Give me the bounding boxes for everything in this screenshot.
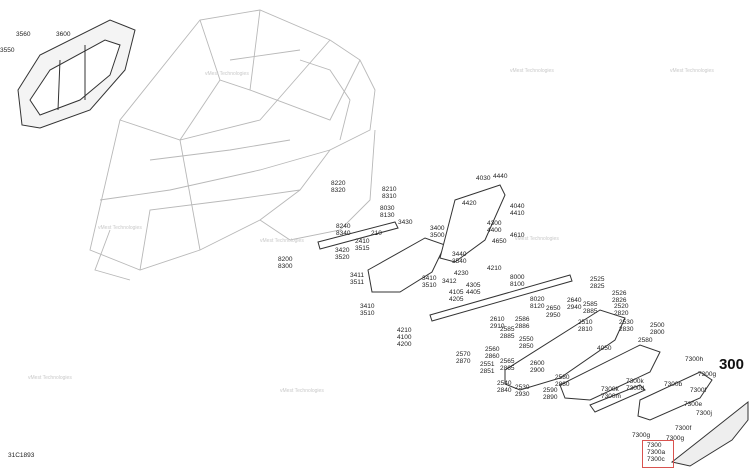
- callout-label: 2580: [638, 337, 653, 344]
- callout-label: 3411 3511: [350, 272, 364, 287]
- door-assembly-thumbnail: [17, 19, 136, 129]
- callout-label: 8240 8340: [336, 223, 351, 238]
- callout-label: 4300 4400: [487, 220, 502, 235]
- callout-label: 2410 3515: [355, 238, 370, 253]
- callout-label: 210: [371, 230, 382, 237]
- callout-label: 2640 2940: [567, 297, 582, 312]
- callout-label: 3412: [442, 278, 457, 285]
- callout-label: 2560 2860: [485, 346, 500, 361]
- callout-label: 2565 2865: [500, 358, 515, 373]
- callout-label: 7300f: [690, 387, 707, 394]
- rocker-panel-parts: [317, 184, 573, 322]
- callout-label: 4040 4410: [510, 203, 525, 218]
- callout-label: 4210 4100 4200: [397, 327, 412, 349]
- callout-label: 2540 2840: [497, 380, 512, 395]
- callout-label: 7300j: [696, 410, 712, 417]
- callout-label: 2530 2930: [515, 384, 530, 399]
- callout-label: 3420 3520: [335, 247, 350, 262]
- callout-label: 3410 3510: [422, 275, 437, 290]
- drawing-reference: 31C1893: [8, 452, 35, 459]
- watermark: vMest Technologies: [28, 375, 72, 381]
- callout-label: 4610: [510, 232, 525, 239]
- callout-label: 8210 8310: [382, 186, 397, 201]
- watermark: vMest Technologies: [510, 68, 554, 74]
- callout-label: 2590 2890: [543, 387, 558, 402]
- callout-label: 2610 2910: [490, 316, 505, 331]
- callout-label: 8000 8100: [510, 274, 525, 289]
- callout-label: 2585 2885: [500, 326, 515, 341]
- watermark: vMest Technologies: [515, 236, 559, 242]
- callout-label: 2530 2830: [619, 319, 634, 334]
- callout-label: 3410 3510: [360, 303, 375, 318]
- callout-label: 2520 2820: [614, 303, 629, 318]
- callout-label: 4305 4405: [466, 282, 481, 297]
- callout-label: 8030 8130: [380, 205, 395, 220]
- callout-label: 2500 2800: [650, 322, 665, 337]
- callout-label: 7300g: [666, 435, 685, 442]
- callout-label: 2510 2810: [578, 319, 593, 334]
- watermark: vMest Technologies: [260, 238, 304, 244]
- callout-label: 7300b: [664, 381, 683, 388]
- callout-label: 2550 2850: [519, 336, 534, 351]
- callout-label: 2586 2886: [515, 316, 530, 331]
- callout-label: 2551 2851: [480, 361, 495, 376]
- watermark: vMest Technologies: [280, 388, 324, 394]
- callout-label: 3600: [56, 31, 71, 38]
- callout-label: 7300f: [675, 425, 692, 432]
- callout-label: 8200 8300: [278, 256, 293, 271]
- callout-label: 4210: [487, 265, 502, 272]
- callout-label: 4030: [476, 175, 491, 182]
- watermark: vMest Technologies: [98, 225, 142, 231]
- callout-label: 3550: [0, 47, 15, 54]
- callout-label: 7300k 7300d: [626, 378, 645, 393]
- callout-label: 7300g: [632, 432, 651, 439]
- callout-label: 7300k 7300m: [601, 386, 621, 401]
- callout-label: 3560: [16, 31, 31, 38]
- callout-label: 4230: [454, 270, 469, 277]
- callout-label: 8020 8120: [530, 296, 545, 311]
- callout-label: 4440: [493, 173, 508, 180]
- watermark: vMest Technologies: [670, 68, 714, 74]
- vehicle-frame-outline: [89, 9, 376, 281]
- callout-label: 2650 2950: [546, 305, 561, 320]
- callout-label: 2585 2885: [583, 301, 598, 316]
- callout-label: 2580 2880: [555, 374, 570, 389]
- callout-label: 3400 3500: [430, 225, 445, 240]
- callout-label: 4650: [492, 238, 507, 245]
- callout-label: 7300g: [698, 371, 717, 378]
- callout-label: 2600 2900: [530, 360, 545, 375]
- callout-label: 2525 2825: [590, 276, 605, 291]
- callout-label: 8220 8320: [331, 180, 346, 195]
- callout-label: 4050: [597, 345, 612, 352]
- callout-label: 3430: [398, 219, 413, 226]
- callout-label: 4105 4205: [449, 289, 464, 304]
- callout-label: 4420: [462, 200, 477, 207]
- page-number: 300: [718, 356, 744, 373]
- callout-label: 2570 2870: [456, 351, 471, 366]
- callout-label: 3440 3540: [452, 251, 467, 266]
- watermark: vMest Technologies: [205, 71, 249, 77]
- callout-label: 7300h: [685, 356, 704, 363]
- callout-label: 7300e: [684, 401, 703, 408]
- side-panel-parts: [504, 309, 749, 467]
- highlighted-callout[interactable]: 7300 7300a 7300c: [642, 440, 674, 468]
- highlighted-callout-label: 7300 7300a 7300c: [647, 442, 666, 464]
- callout-label: 2526 2826: [612, 290, 627, 305]
